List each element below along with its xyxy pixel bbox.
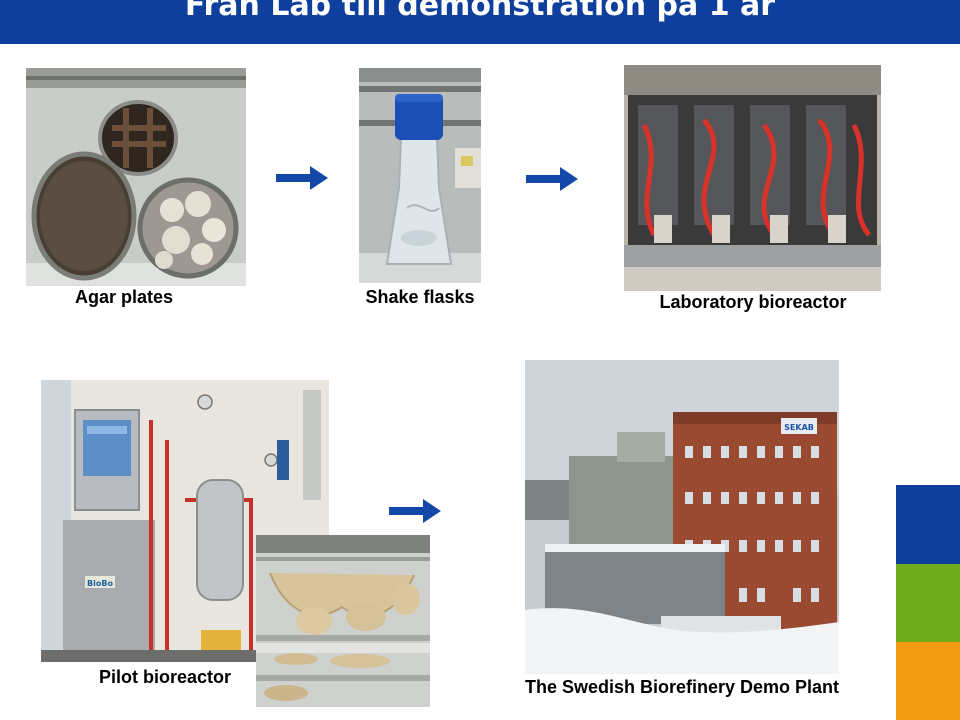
title-bar: Från Lab till demonstration på 1 år: [0, 0, 960, 44]
brand-strip-blue: [896, 485, 960, 564]
caption-demo-plant: The Swedish Biorefinery Demo Plant: [524, 677, 840, 697]
caption-laboratory-bioreactor: Laboratory bioreactor: [659, 292, 847, 312]
arrow-right-icon: [526, 167, 578, 191]
caption-pilot-bioreactor: Pilot bioreactor: [98, 667, 232, 687]
pilot-panel-label: BioBo: [87, 579, 113, 588]
agar-plates-photo: [26, 68, 246, 286]
caption-shake-flasks: Shake flasks: [365, 287, 475, 307]
incubator-trays-photo: [256, 535, 430, 707]
shake-flasks-photo: [359, 68, 481, 283]
laboratory-bioreactor-photo: [624, 65, 881, 291]
arrow-right-icon: [276, 166, 328, 190]
brand-strip-green: [896, 564, 960, 642]
arrow-right-icon: [389, 499, 441, 523]
demo-plant-photo: SEKAB: [525, 360, 839, 674]
slide-title: Från Lab till demonstration på 1 år: [184, 0, 776, 23]
building-sign: SEKAB: [784, 423, 814, 432]
pilot-bioreactor-photo: BioBo: [41, 380, 329, 662]
brand-strip-orange: [896, 642, 960, 720]
caption-agar-plates: Agar plates: [74, 287, 174, 307]
